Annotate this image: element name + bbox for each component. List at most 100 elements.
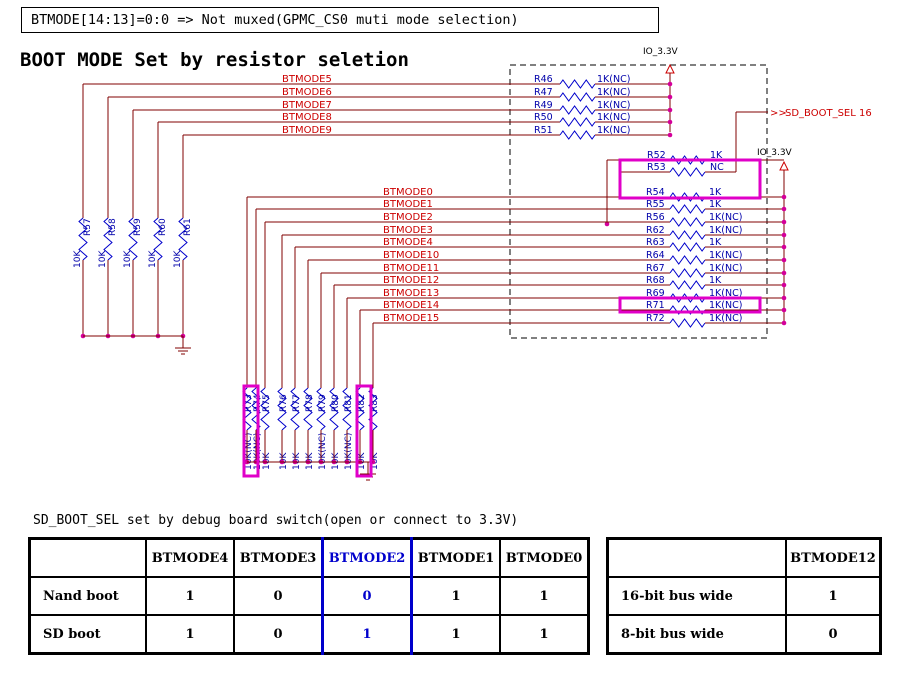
resistor-value: 1K — [710, 150, 723, 161]
junction-dot — [781, 194, 787, 200]
boot-mode-table: BTMODE4 BTMODE3 BTMODE2 BTMODE1 BTMODE0 … — [28, 537, 590, 655]
resistor-ref: R55 — [646, 199, 665, 210]
net-label: BTMODE3 — [383, 225, 433, 236]
resistor-symbol — [669, 255, 706, 265]
boot-table-header: BTMODE3 — [233, 537, 324, 578]
junction-dot — [781, 257, 787, 263]
resistor-value: 1K(NC) — [709, 225, 742, 236]
resistor-symbol — [103, 217, 113, 261]
resistor-ref: R67 — [646, 263, 665, 274]
bus-table-row-label: 16-bit bus wide — [606, 576, 787, 616]
net-label: BTMODE8 — [282, 112, 332, 123]
resistor-value: 1K(NC) — [597, 100, 630, 111]
resistor-ref: R78 — [305, 394, 315, 412]
resistor-ref: R73 — [244, 394, 254, 412]
resistor-symbol — [303, 387, 313, 431]
junction-dot — [667, 81, 673, 87]
junction-dot — [781, 295, 787, 301]
resistor-value: 10K(NC) — [244, 433, 254, 470]
junction-dot — [781, 206, 787, 212]
net-label: BTMODE5 — [282, 74, 332, 85]
resistor-ref: R61 — [183, 218, 193, 236]
resistor-ref: R75 — [262, 394, 272, 412]
junction-dot — [781, 282, 787, 288]
resistor-ref: R82 — [357, 394, 367, 412]
dashed-region — [509, 64, 768, 339]
resistor-symbol — [669, 167, 706, 177]
boot-table-header: BTMODE4 — [145, 537, 235, 578]
resistor-value: NC — [710, 162, 724, 173]
boot-table-corner — [28, 537, 147, 578]
resistor-value: 10K — [123, 250, 133, 268]
bus-table-row-label: 8-bit bus wide — [606, 614, 787, 655]
bus-table-cell: 1 — [785, 576, 882, 616]
resistor-ref: R46 — [534, 74, 553, 85]
resistor-value: 1K(NC) — [709, 313, 742, 324]
resistor-ref: R60 — [158, 218, 168, 236]
r73-highlight — [242, 384, 260, 478]
junction-dot — [667, 107, 673, 113]
net-label: BTMODE0 — [383, 187, 433, 198]
page-title: BOOT MODE Set by resistor seletion — [20, 49, 409, 71]
bus-table-header: BTMODE12 — [785, 537, 882, 578]
sd-boot-sel-port: SD_BOOT_SEL 16 — [785, 108, 872, 119]
resistor-symbol — [290, 387, 300, 431]
resistor-symbol — [669, 204, 706, 214]
resistor-symbol — [669, 268, 706, 278]
resistor-ref: R54 — [646, 187, 665, 198]
junction-dot — [781, 232, 787, 238]
resistor-value: 10K — [357, 452, 367, 470]
net-label: BTMODE4 — [383, 237, 433, 248]
resistor-symbol — [178, 217, 188, 261]
resistor-value: 10K — [292, 452, 302, 470]
net-label: BTMODE10 — [383, 250, 439, 261]
resistor-value: 1K(NC) — [709, 212, 742, 223]
resistor-ref: R49 — [534, 100, 553, 111]
resistor-value: 10K — [98, 250, 108, 268]
resistor-value: 10K — [305, 452, 315, 470]
boot-table-cell: 1 — [499, 576, 590, 616]
resistor-symbol — [260, 387, 270, 431]
net-label: BTMODE14 — [383, 300, 439, 311]
net-label: BTMODE13 — [383, 288, 439, 299]
resistor-symbol — [669, 217, 706, 227]
net-label: BTMODE6 — [282, 87, 332, 98]
resistor-symbol — [559, 117, 596, 127]
resistor-value: 10K(NC) — [344, 433, 354, 470]
port-arrow-icon: >> — [770, 108, 787, 119]
boot-table-row: Nand boot 1 0 0 1 1 — [28, 576, 590, 616]
resistor-ref: R56 — [646, 212, 665, 223]
io-3v3-label-left: IO_3.3V — [643, 47, 679, 57]
junction-dot — [781, 307, 787, 313]
net-label: BTMODE12 — [383, 275, 439, 286]
resistor-ref: R52 — [647, 150, 666, 161]
boot-table-cell: 1 — [145, 576, 235, 616]
bus-table-corner — [606, 537, 787, 578]
resistor-ref: R69 — [646, 288, 665, 299]
boot-table-header: BTMODE1 — [410, 537, 501, 578]
resistor-ref: R47 — [534, 87, 553, 98]
boot-table-cell: 1 — [410, 576, 501, 616]
resistor-ref: R63 — [646, 237, 665, 248]
resistor-symbol — [669, 242, 706, 252]
resistor-value: 10K — [262, 452, 272, 470]
net-label: BTMODE9 — [282, 125, 332, 136]
net-label: BTMODE11 — [383, 263, 439, 274]
resistor-value: 1K(NC) — [709, 288, 742, 299]
boot-table-cell: 0 — [233, 614, 324, 655]
power-arrow-icon — [665, 63, 675, 74]
resistor-value: 1K(NC) — [597, 125, 630, 136]
power-arrow-icon — [779, 160, 789, 171]
bus-table-row: 8-bit bus wide 0 — [606, 614, 882, 655]
resistor-value: 10K — [331, 452, 341, 470]
resistor-symbol — [128, 217, 138, 261]
resistor-symbol — [559, 105, 596, 115]
resistor-value: 1K — [709, 187, 722, 198]
junction-dot — [781, 270, 787, 276]
resistor-symbol — [277, 387, 287, 431]
resistor-ref: R80 — [331, 394, 341, 412]
resistor-value: 1K(NC) — [597, 87, 630, 98]
resistor-value: 10K — [148, 250, 158, 268]
junction-dot — [604, 221, 610, 227]
